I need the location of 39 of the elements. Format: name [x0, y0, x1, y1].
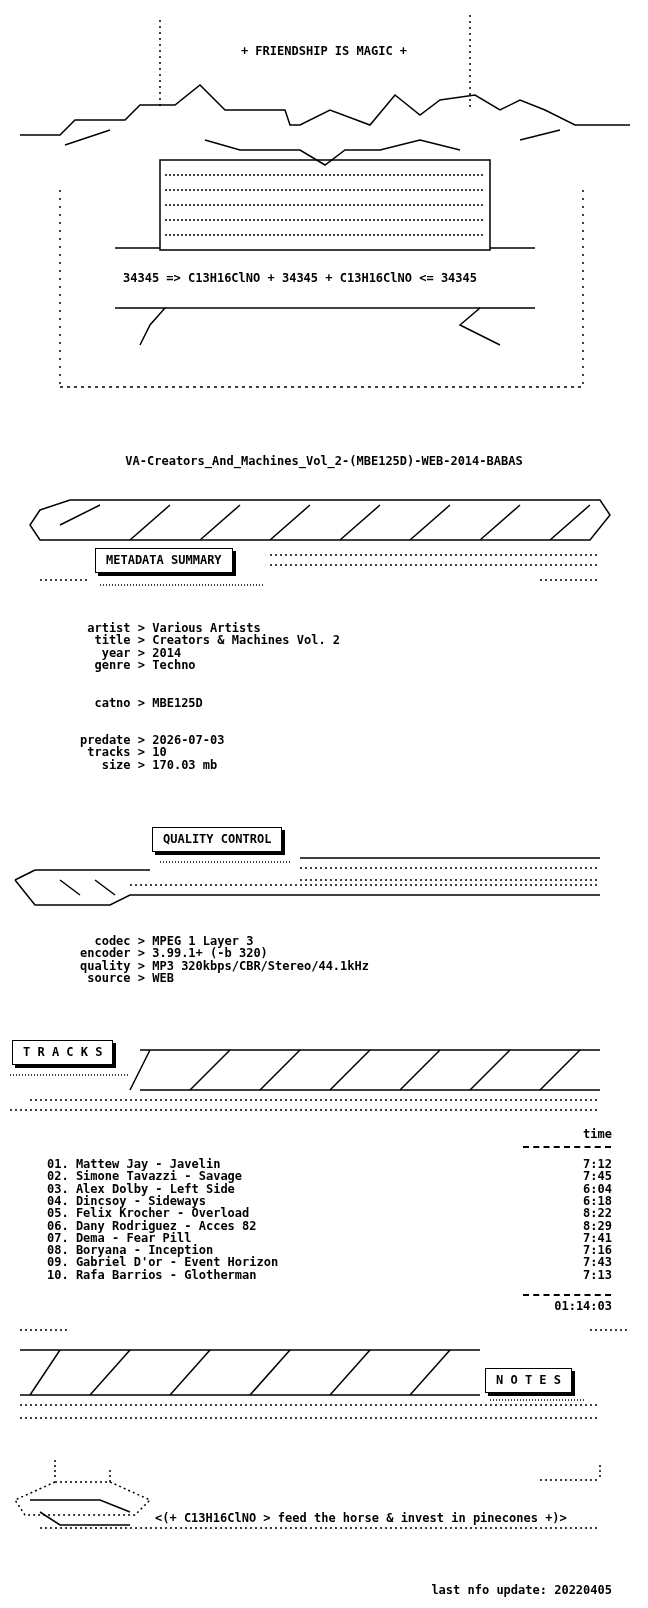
metadata-row: predate > 2026-07-03: [80, 734, 225, 747]
update-date: last nfo update: 20220405: [431, 1584, 612, 1597]
metadata-row: codec > MPEG 1 Layer 3: [94, 935, 254, 948]
track-duration: 8:22: [583, 1207, 612, 1221]
section-heading: N O T E S: [485, 1368, 573, 1393]
track-title: 10. Rafa Barrios - Glotherman: [47, 1268, 257, 1282]
track-duration: 7:41: [583, 1231, 612, 1245]
metadata-row: year > 2014: [101, 646, 182, 660]
track-duration: 6:18: [583, 1194, 612, 1208]
track-title: 02. Simone Tavazzi - Savage: [47, 1170, 243, 1184]
track-title: 03. Alex Dolby - Left Side: [47, 1182, 235, 1196]
track-title: 01. Mattew Jay - Javelin: [47, 1158, 221, 1171]
notes-text: <(+ C13H16ClNO > feed the horse & invest in pinecones +)>: [155, 1512, 567, 1525]
metadata-row: quality > MP3 320kbps/CBR/Stereo/44.1kHz: [80, 959, 369, 973]
track-duration: 7:13: [583, 1268, 612, 1282]
section-heading: METADATA SUMMARY: [95, 548, 233, 573]
track-duration: 7:43: [583, 1256, 612, 1270]
track-duration: 7:16: [583, 1244, 612, 1258]
section-heading: QUALITY CONTROL: [152, 827, 283, 852]
track-duration: 7:12: [583, 1158, 612, 1171]
metadata-row: encoder > 3.99.1+ (-b 320): [80, 947, 268, 961]
track-duration: 8:29: [583, 1219, 612, 1233]
metadata-row: title > Creators & Machines Vol. 2: [94, 634, 341, 648]
column-header: time: [583, 1128, 612, 1141]
metadata-row: artist > Various Artists: [87, 622, 261, 635]
track-duration: 7:45: [583, 1170, 612, 1184]
total-duration: 01:14:03: [554, 1300, 612, 1313]
metadata-row: catno > MBE125D: [94, 697, 203, 710]
track-title: 06. Dany Rodriguez - Acces 82: [47, 1219, 257, 1233]
track-title: 09. Gabriel D'or - Event Horizon: [47, 1256, 279, 1270]
section-heading: T R A C K S: [12, 1040, 114, 1065]
metadata-row: tracks > 10: [87, 746, 167, 760]
release-name: VA-Creators_And_Machines_Vol_2-(MBE125D)-WEB-2014-BABAS: [124, 455, 524, 468]
track-duration: 6:04: [583, 1182, 612, 1196]
formula-text: 34345 => C13H16ClNO + 34345 + C13H16ClNO <= 34345: [123, 272, 477, 285]
track-title: 05. Felix Krocher - Overload: [47, 1207, 250, 1221]
track-title: 08. Boryana - Inception: [47, 1244, 214, 1258]
metadata-row: size > 170.03 mb: [101, 758, 218, 772]
banner-text: + FRIENDSHIP IS MAGIC +: [239, 45, 409, 58]
